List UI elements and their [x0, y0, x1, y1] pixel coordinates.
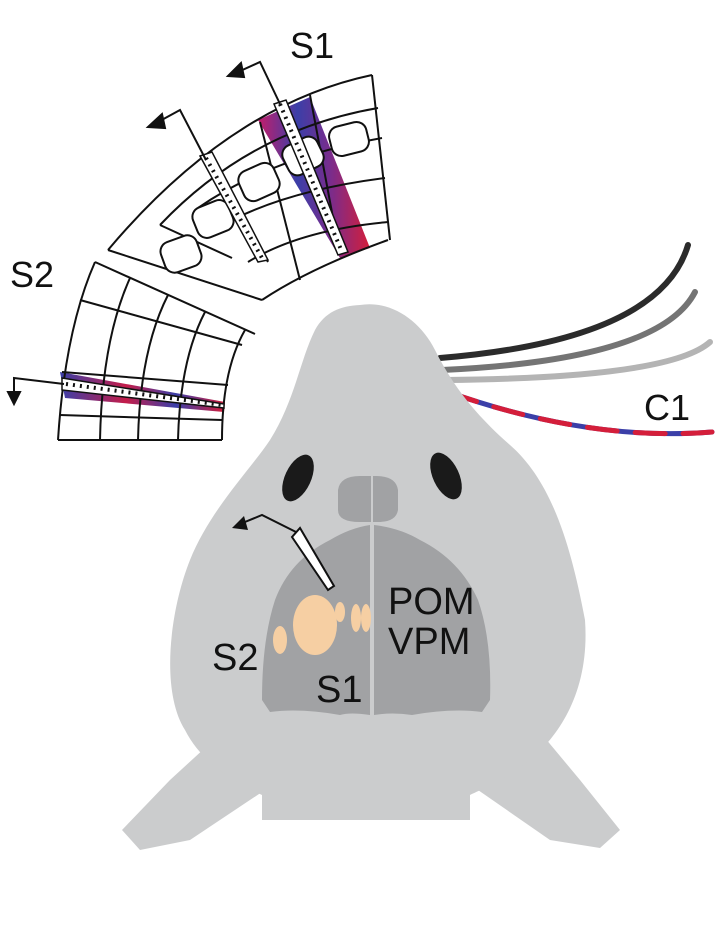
s1-schematic-label: S1 — [290, 25, 334, 66]
s1-area — [293, 595, 337, 655]
vpm-area-a — [351, 604, 361, 632]
cortex-schematic: S1 S2 — [6, 25, 391, 441]
electrode-arrows — [6, 60, 281, 407]
mouse: POM VPM S2 S1 — [122, 304, 620, 850]
whiskers: C1 — [437, 242, 715, 437]
s1-area-small — [335, 602, 345, 622]
pom-label: POM — [388, 581, 475, 623]
whisker-dark — [437, 242, 691, 361]
electrodes — [61, 99, 350, 409]
s2-schematic-label: S2 — [10, 254, 54, 295]
s2-brain-label: S2 — [212, 637, 258, 679]
olfactory-bulbs — [338, 476, 398, 522]
right-hemisphere — [374, 525, 491, 715]
right-eye — [430, 452, 462, 500]
vpm-area-b — [361, 604, 371, 632]
recording-electrode — [232, 513, 336, 592]
c1-whisker-label: C1 — [644, 387, 690, 428]
whisker-mid — [439, 289, 698, 373]
s2-area — [273, 626, 287, 654]
vpm-label: VPM — [388, 621, 470, 663]
whisker-light — [442, 339, 713, 383]
barrel-field — [273, 595, 371, 655]
s1-brain-label: S1 — [316, 669, 362, 711]
left-eye — [282, 454, 314, 502]
